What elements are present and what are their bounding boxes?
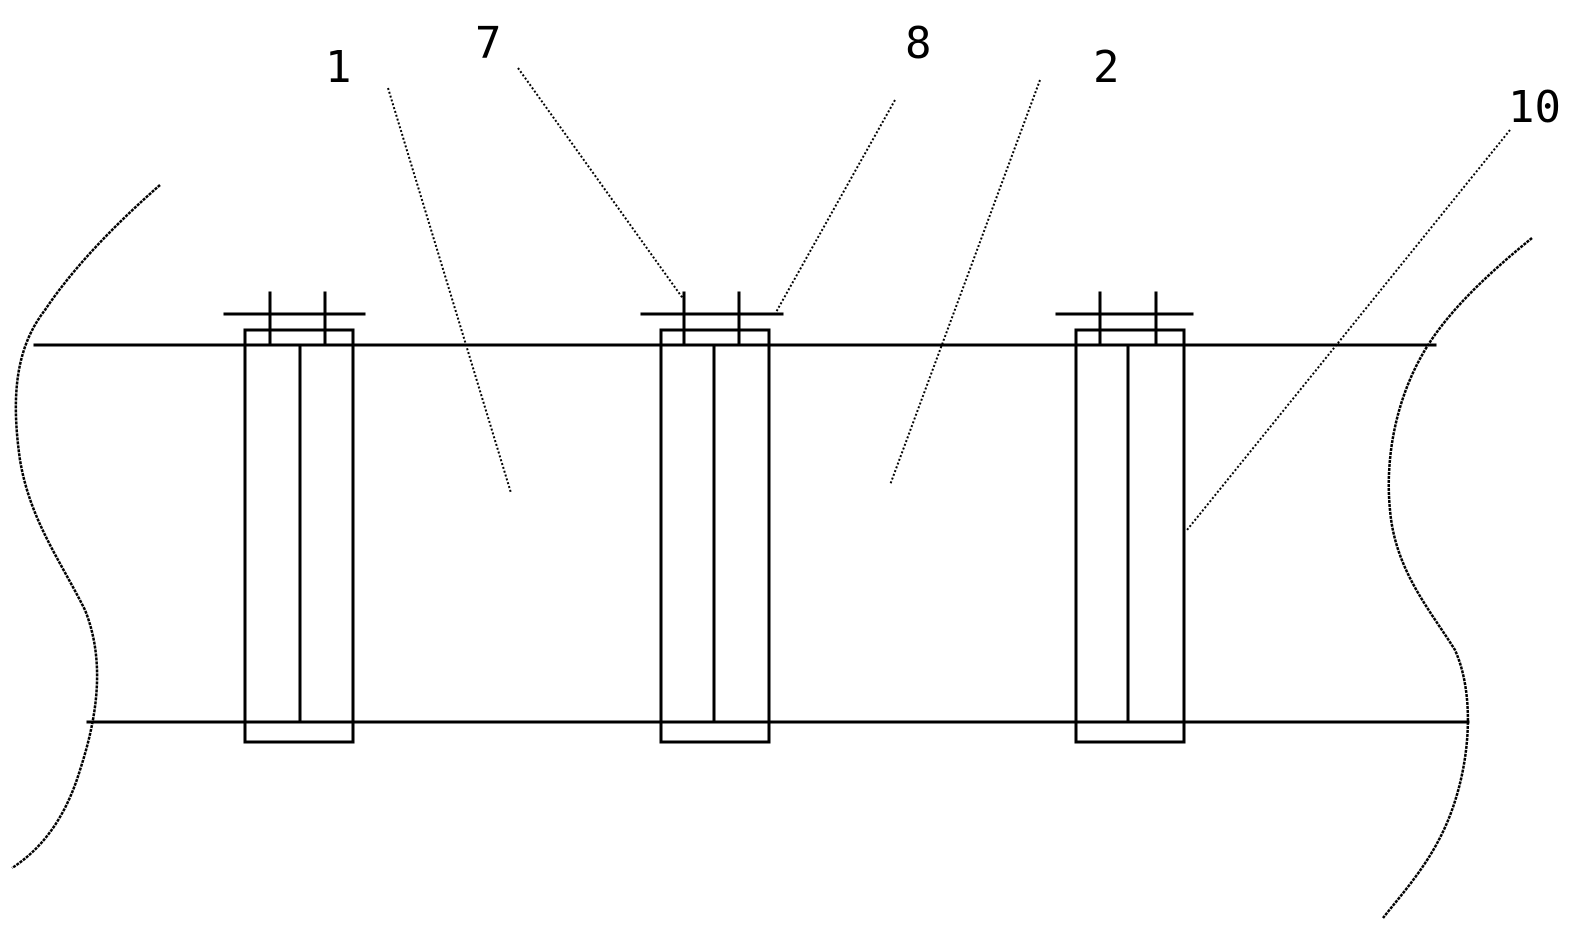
post-assembly-middle <box>640 291 784 744</box>
leader-line-1 <box>387 87 512 494</box>
left-break-line <box>11 184 161 870</box>
leader-line-8 <box>774 99 896 315</box>
callout-label-2: 2 <box>1093 42 1120 93</box>
right-break-line <box>1382 237 1533 919</box>
post-outer-frame <box>659 328 771 744</box>
post-assembly-right <box>1055 291 1194 744</box>
leader-line-2 <box>889 79 1041 486</box>
leader-line-7 <box>517 67 685 301</box>
callout-label-8: 8 <box>905 18 932 69</box>
post-outer-frame <box>243 328 355 744</box>
callout-label-1: 1 <box>325 42 352 93</box>
callout-label-10: 10 <box>1508 82 1561 133</box>
leader-line-10 <box>1186 129 1511 531</box>
post-assembly-left <box>223 291 366 744</box>
post-outer-frame <box>1074 328 1186 744</box>
callout-label-7: 7 <box>475 18 502 69</box>
